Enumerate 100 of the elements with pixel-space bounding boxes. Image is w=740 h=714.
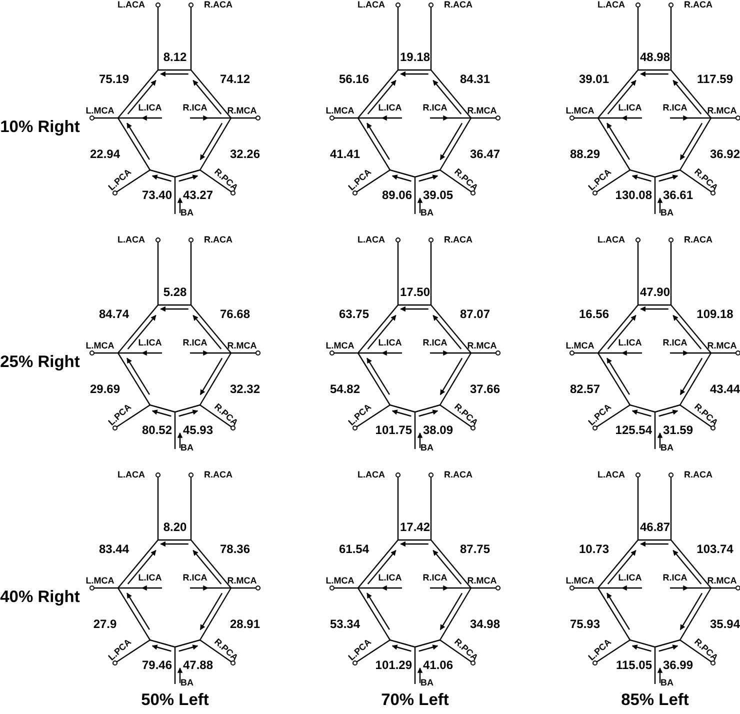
vessel-label: L.ACA (598, 470, 625, 480)
vessel-label: L.ICA (378, 104, 402, 112)
vessel-label: L.ICA (138, 104, 162, 112)
vessel-label: L.ICA (378, 338, 402, 348)
vessel-label: L.ACA (358, 236, 385, 244)
vessel-label: L.ACA (598, 0, 625, 10)
flow-value: 28.91 (230, 618, 260, 630)
flow-value: 43.44 (710, 383, 740, 395)
flow-value: 10.73 (578, 543, 610, 555)
flow-value: 80.52 (142, 424, 172, 436)
flow-value: 32.32 (230, 383, 260, 395)
vessel-label: R.ACA (204, 236, 232, 244)
vessel-label: R.MCA (227, 342, 257, 350)
vessel-label: R.MCA (467, 342, 497, 350)
flow-value: 27.9 (93, 618, 117, 630)
row-label: 25% Right (0, 354, 80, 370)
vessel-label: R.ICA (662, 104, 688, 112)
flow-value: 109.18 (696, 308, 734, 320)
flow-value: 48.98 (640, 51, 670, 63)
flow-value: 16.56 (578, 308, 610, 320)
vessel-label: R.ACA (204, 0, 232, 10)
vessel-label: L.ACA (358, 470, 385, 480)
vessel-label: BA (180, 208, 194, 218)
flow-value: 46.87 (640, 521, 670, 533)
vessel-label: R.ICA (422, 104, 448, 112)
vessel-label: BA (420, 678, 434, 688)
flow-value: 125.54 (615, 424, 652, 436)
vessel-label: L.MCA (86, 106, 114, 116)
flow-value: 74.12 (220, 73, 250, 85)
vessel-label: L.ICA (618, 104, 642, 112)
flow-value: 101.75 (375, 424, 412, 436)
vessel-label: R.MCA (227, 576, 257, 586)
vessel-label: R.MCA (707, 106, 737, 116)
flow-value: 31.59 (663, 424, 694, 436)
vessel-label: R.ICA (662, 338, 688, 348)
flow-value: 34.98 (470, 618, 500, 630)
vessel-label: L.MCA (86, 342, 114, 350)
vessel-label: L.ACA (118, 0, 145, 10)
flow-value: 17.42 (400, 521, 430, 533)
flow-value: 130.08 (615, 189, 652, 201)
flow-value: 32.26 (230, 148, 260, 160)
flow-value: 5.28 (163, 286, 187, 298)
flow-value: 38.09 (423, 424, 454, 436)
flow-value: 87.07 (460, 308, 490, 320)
vessel-label: L.ACA (118, 236, 145, 244)
vessel-label: L.ICA (618, 574, 642, 582)
flow-value: 43.27 (183, 189, 214, 201)
flow-value: 78.36 (220, 543, 250, 555)
vessel-label: R.ACA (684, 236, 712, 244)
flow-value: 36.47 (470, 148, 500, 160)
vessel-label: R.MCA (467, 576, 497, 586)
vessel-label: BA (420, 444, 434, 452)
flow-value: 56.16 (338, 73, 370, 85)
vessel-label: R.ICA (182, 574, 208, 582)
vessel-label: BA (660, 678, 674, 688)
flow-value: 8.12 (163, 51, 187, 63)
flow-value: 103.74 (696, 543, 734, 555)
flow-value: 19.18 (400, 51, 430, 63)
vessel-label: R.MCA (467, 106, 497, 116)
flow-value: 53.34 (330, 618, 360, 630)
vessel-label: L.MCA (326, 576, 354, 586)
vessel-label: L.ACA (358, 0, 385, 10)
flow-value: 87.75 (460, 543, 490, 555)
vessel-label: BA (660, 444, 674, 452)
flow-value: 83.44 (98, 543, 130, 555)
flow-value: 75.93 (570, 618, 600, 630)
column-label: 85% Left (621, 692, 689, 708)
flow-value: 29.69 (90, 383, 120, 395)
flow-value: 36.61 (663, 189, 694, 201)
vessel-label: BA (420, 208, 434, 218)
flow-value: 101.29 (375, 659, 412, 671)
vessel-label: R.MCA (227, 106, 257, 116)
flow-value: 45.93 (183, 424, 214, 436)
flow-value: 22.94 (90, 148, 120, 160)
vessel-label: L.MCA (566, 342, 594, 350)
flow-value: 36.99 (663, 659, 694, 671)
row-label: 10% Right (0, 118, 80, 136)
vessel-label: L.MCA (566, 106, 594, 116)
flow-value: 82.57 (570, 383, 600, 395)
flow-value: 39.05 (423, 189, 454, 201)
column-label: 50% Left (141, 692, 209, 708)
vessel-label: R.ICA (422, 574, 448, 582)
vessel-label: R.ICA (422, 338, 448, 348)
flow-value: 73.40 (142, 189, 172, 201)
flow-value: 47.88 (183, 659, 214, 671)
vessel-label: L.MCA (566, 576, 594, 586)
flow-value: 63.75 (338, 308, 370, 320)
vessel-label: R.MCA (707, 342, 737, 350)
flow-value: 88.29 (570, 148, 600, 160)
flow-value: 35.94 (710, 618, 740, 630)
flow-value: 17.50 (400, 286, 430, 298)
vessel-label: L.MCA (86, 576, 114, 586)
vessel-label: R.ACA (444, 0, 472, 10)
flow-value: 75.19 (98, 73, 130, 85)
vessel-label: BA (180, 678, 194, 688)
vessel-label: R.MCA (707, 576, 737, 586)
vessel-label: L.MCA (326, 106, 354, 116)
vessel-label: R.ACA (444, 236, 472, 244)
vessel-label: R.ICA (182, 338, 208, 348)
flow-value: 39.01 (578, 73, 610, 85)
